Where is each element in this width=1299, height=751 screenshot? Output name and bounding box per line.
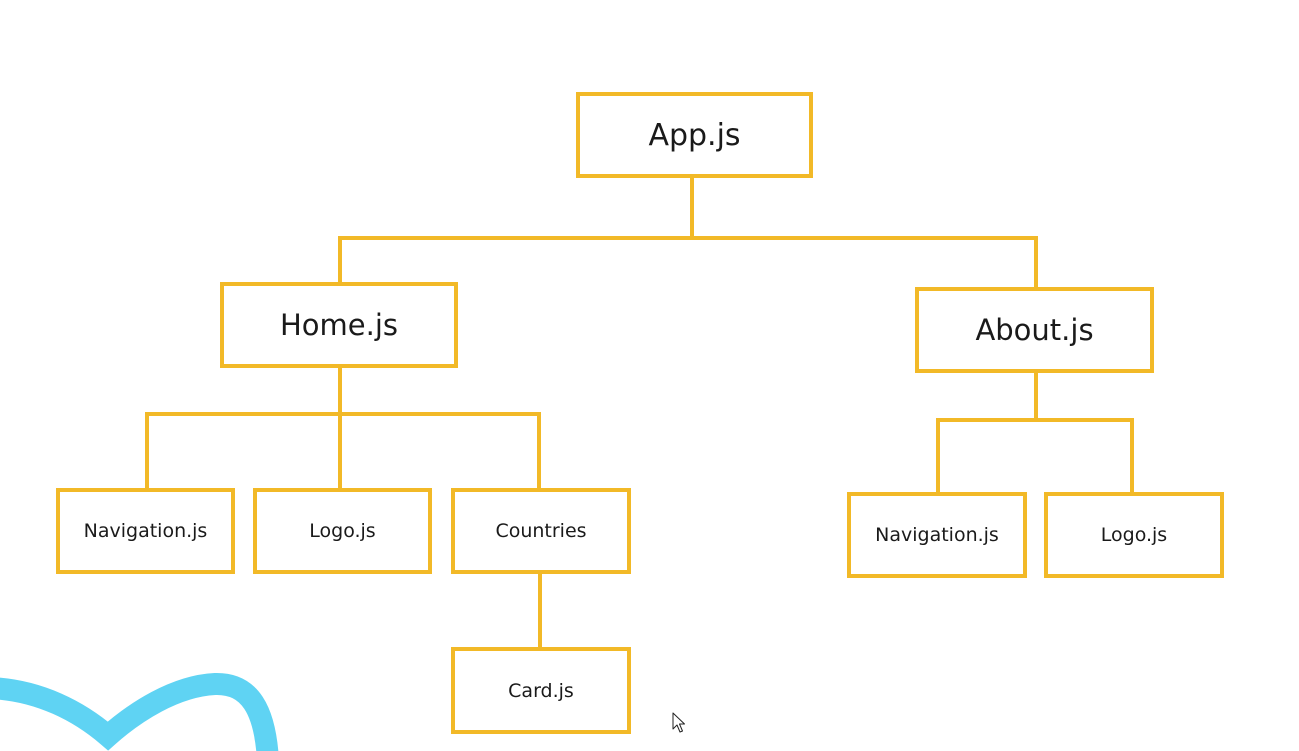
node-label: Navigation.js bbox=[875, 524, 999, 546]
connector-about-to-children bbox=[936, 371, 1134, 494]
node-label: Home.js bbox=[279, 308, 399, 342]
node-card-js: Card.js bbox=[451, 647, 631, 734]
node-label: Card.js bbox=[508, 679, 574, 702]
node-about-logo-js: Logo.js bbox=[1044, 492, 1224, 578]
node-home-navigation-js: Navigation.js bbox=[56, 488, 235, 574]
connector-home-to-children bbox=[145, 366, 541, 490]
node-home-js: Home.js bbox=[220, 282, 458, 368]
node-app-js: App.js bbox=[576, 92, 813, 178]
node-label: App.js bbox=[648, 117, 741, 153]
node-countries: Countries bbox=[451, 488, 631, 574]
node-label: Logo.js bbox=[309, 520, 376, 542]
node-label: Countries bbox=[495, 520, 587, 542]
mouse-pointer-icon bbox=[672, 712, 686, 738]
node-label: Navigation.js bbox=[83, 520, 208, 542]
node-about-js: About.js bbox=[915, 287, 1154, 373]
node-about-navigation-js: Navigation.js bbox=[847, 492, 1027, 578]
node-home-logo-js: Logo.js bbox=[253, 488, 432, 574]
node-label: About.js bbox=[975, 313, 1094, 347]
connector-app-to-children bbox=[338, 176, 1038, 289]
node-label: Logo.js bbox=[1100, 524, 1168, 546]
